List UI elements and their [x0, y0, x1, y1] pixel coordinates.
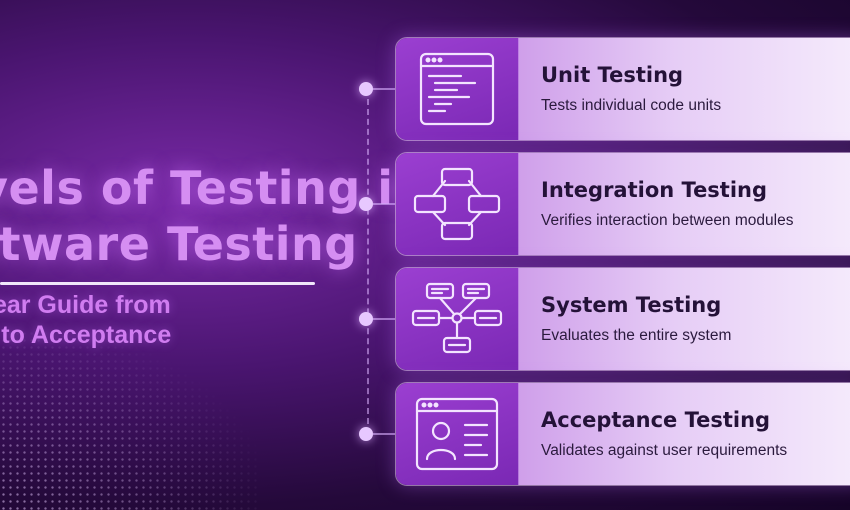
- timeline-connector: [373, 433, 395, 435]
- level-title: Unit Testing: [541, 63, 684, 87]
- title-divider: [0, 282, 315, 285]
- level-description: Validates against user requirements: [541, 442, 788, 459]
- timeline-connector: [373, 203, 395, 205]
- subtitle-line-1: lear Guide from: [0, 291, 171, 319]
- code-window-icon: [419, 52, 495, 126]
- timeline-connector: [373, 318, 395, 320]
- timeline-connector: [373, 88, 395, 90]
- timeline-node-system: [359, 312, 373, 326]
- timeline-node-unit: [359, 82, 373, 96]
- timeline-node-acceptance: [359, 427, 373, 441]
- subtitle-line-2: t to Acceptance: [0, 321, 172, 349]
- level-title: Acceptance Testing: [541, 408, 771, 432]
- timeline-line: [367, 89, 369, 434]
- level-title: Integration Testing: [541, 178, 768, 202]
- level-card-system-testing: System Testing Evaluates the entire syst…: [395, 267, 850, 371]
- modules-flow-icon: [413, 167, 501, 241]
- level-card-integration-testing: Integration Testing Verifies interaction…: [395, 152, 850, 256]
- level-description: Evaluates the entire system: [541, 327, 732, 344]
- level-title: System Testing: [541, 293, 722, 317]
- user-profile-window-icon: [415, 397, 499, 471]
- title-line-1: vels of Testing in: [0, 161, 427, 215]
- title-line-2: ftware Testing: [0, 217, 358, 271]
- level-card-acceptance-testing: Acceptance Testing Validates against use…: [395, 382, 850, 486]
- level-description: Tests individual code units: [541, 97, 722, 114]
- level-description: Verifies interaction between modules: [541, 212, 794, 229]
- timeline-node-integration: [359, 197, 373, 211]
- page-title: vels of Testing in ftware Testing: [0, 160, 427, 272]
- page-subtitle: lear Guide from t to Acceptance: [0, 290, 171, 350]
- dot-pattern-decoration: [0, 330, 260, 510]
- level-card-unit-testing: Unit Testing Tests individual code units: [395, 37, 850, 141]
- system-network-icon: [411, 282, 503, 354]
